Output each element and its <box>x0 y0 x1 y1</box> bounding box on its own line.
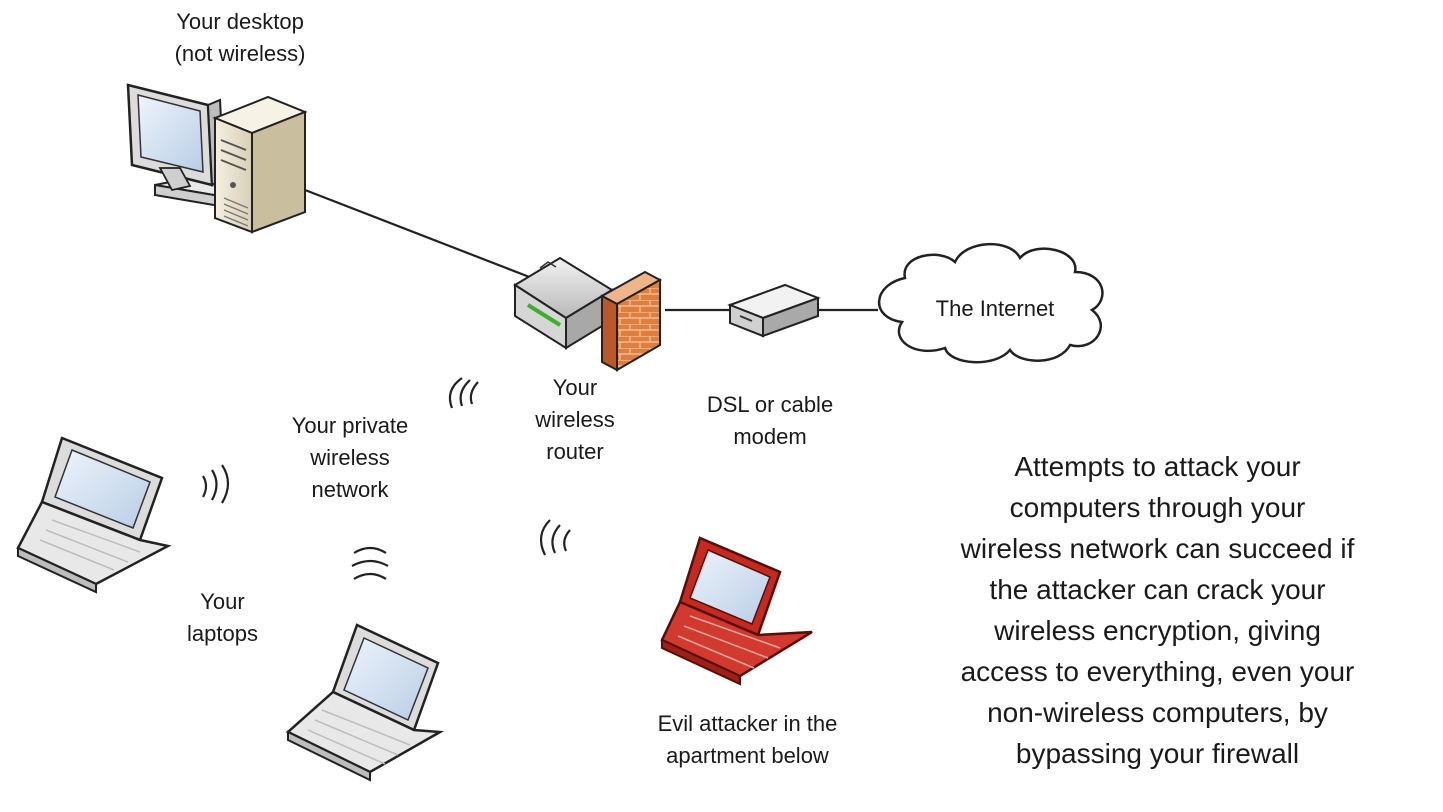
description-line: wireless encryption, giving <box>994 615 1321 646</box>
router-led <box>526 303 562 327</box>
laptop-icon <box>285 623 445 782</box>
wireless-signal-icon <box>351 546 389 580</box>
attacker-label: Evil attacker in the apartment below <box>615 708 880 772</box>
private-network-label-line: network <box>311 477 389 502</box>
router-label-line: Your <box>552 375 598 400</box>
modem-label: DSL or cable modem <box>685 389 855 453</box>
attacker-laptop-icon <box>660 536 813 686</box>
description-line: Attempts to attack your <box>1014 451 1301 482</box>
description-line: access to everything, even your <box>960 656 1355 687</box>
laptops-label-line: Your <box>200 589 245 614</box>
desktop-label-line: Your desktop <box>176 9 304 34</box>
network-connections <box>304 188 878 312</box>
desktop-computer-icon <box>126 83 308 234</box>
private-network-label-line: wireless <box>310 445 390 470</box>
private-network-label-line: Your private <box>291 413 409 438</box>
modem-icon <box>727 283 821 338</box>
desktop-router-cable <box>304 188 533 280</box>
attacker-label-line: Evil attacker in the <box>657 711 838 736</box>
description-line: computers through your <box>1009 492 1306 523</box>
internet-label: The Internet <box>935 296 1055 321</box>
wireless-signal-icon <box>448 377 479 409</box>
attacker-label-line: apartment below <box>666 743 829 768</box>
router-label-line: router <box>546 439 604 464</box>
router-label-line: wireless <box>535 407 615 432</box>
router-label: Your wireless router <box>505 372 645 468</box>
description-line: wireless network can succeed if <box>960 533 1355 564</box>
desktop-label: Your desktop (not wireless) <box>135 6 345 70</box>
firewall-icon <box>599 270 663 372</box>
description-line: bypassing your firewall <box>1015 738 1300 769</box>
description-line: the attacker can crack your <box>989 574 1326 605</box>
laptops-label-line: laptops <box>187 621 258 646</box>
modem-label-line: DSL or cable <box>706 392 834 417</box>
desktop-label-line: (not wireless) <box>174 41 306 66</box>
wireless-router-icon <box>513 256 614 350</box>
attack-description: Attempts to attack your computers throug… <box>895 446 1420 774</box>
modem-label-line: modem <box>733 424 807 449</box>
laptops-label: Your laptops <box>160 586 285 650</box>
private-network-label: Your private wireless network <box>255 410 445 506</box>
internet-cloud-icon <box>877 243 1104 364</box>
wireless-signal-icon <box>202 464 230 504</box>
description-line: non-wireless computers, by <box>987 697 1328 728</box>
wireless-signal-icon <box>539 519 571 556</box>
laptop-icon <box>16 436 172 594</box>
